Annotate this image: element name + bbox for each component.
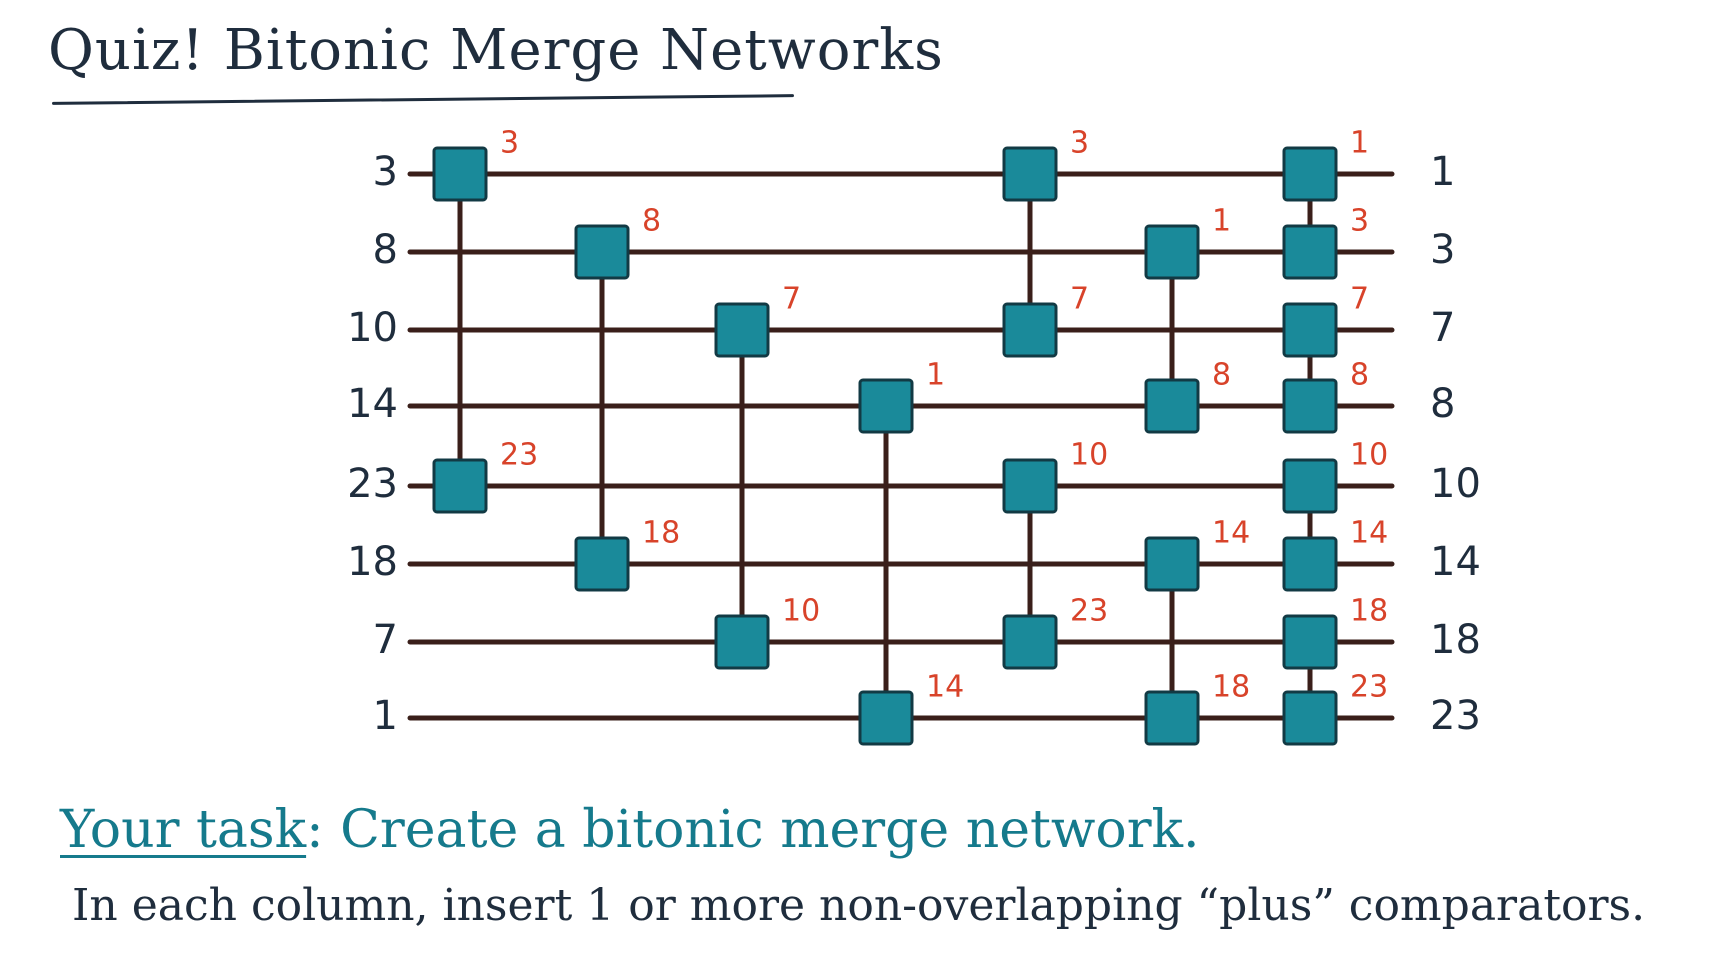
value-label: 14	[926, 670, 964, 705]
output-label: 7	[1430, 305, 1455, 351]
comparator-box	[1282, 224, 1338, 280]
value-label: 1	[1350, 126, 1369, 161]
value-label: 3	[1350, 204, 1369, 239]
value-label: 8	[642, 204, 661, 239]
input-label: 18	[347, 539, 398, 585]
value-label: 7	[782, 282, 801, 317]
comparator-box	[1282, 146, 1338, 202]
input-label: 7	[373, 617, 398, 663]
comparator-box	[1144, 690, 1200, 746]
comparator-box	[1144, 536, 1200, 592]
comparator-box	[1144, 224, 1200, 280]
task-label: Your task	[60, 800, 307, 860]
comparator-box	[714, 614, 770, 670]
value-label: 14	[1350, 516, 1388, 551]
output-label: 10	[1430, 461, 1481, 507]
input-label: 3	[373, 149, 398, 195]
value-label: 1	[1212, 204, 1231, 239]
comparator-box	[1282, 536, 1338, 592]
value-label: 18	[1212, 670, 1250, 705]
input-label: 8	[373, 227, 398, 273]
comparator-box	[574, 224, 630, 280]
value-label: 3	[1070, 126, 1089, 161]
comparator-box	[1282, 690, 1338, 746]
value-label: 7	[1350, 282, 1369, 317]
value-label: 10	[782, 594, 820, 629]
task-line: Your task: Create a bitonic merge networ…	[60, 800, 1200, 860]
comparator-box	[1282, 614, 1338, 670]
output-label: 8	[1430, 381, 1455, 427]
task-text: : Create a bitonic merge network.	[306, 800, 1200, 860]
value-label: 23	[1350, 670, 1388, 705]
comparator-box	[432, 458, 488, 514]
comparator-box	[714, 302, 770, 358]
page-title: Quiz! Bitonic Merge Networks	[48, 18, 944, 83]
input-label: 14	[347, 381, 398, 427]
value-label: 23	[500, 438, 538, 473]
comparator-box	[1002, 614, 1058, 670]
input-label: 1	[373, 693, 398, 739]
comparator-box	[1002, 302, 1058, 358]
value-label: 18	[642, 516, 680, 551]
output-label: 3	[1430, 227, 1455, 273]
output-label: 18	[1430, 617, 1481, 663]
comparator-box	[1282, 378, 1338, 434]
value-label: 14	[1212, 516, 1250, 551]
output-label: 1	[1430, 149, 1455, 195]
comparator-box	[1144, 378, 1200, 434]
comparator-box	[858, 378, 914, 434]
instruction-text: In each column, insert 1 or more non-ove…	[72, 880, 1646, 931]
comparator-box	[858, 690, 914, 746]
value-label: 10	[1070, 438, 1108, 473]
comparator-box	[1282, 458, 1338, 514]
value-label: 10	[1350, 438, 1388, 473]
comparator-box	[1002, 458, 1058, 514]
comparator-box	[574, 536, 630, 592]
value-label: 3	[500, 126, 519, 161]
value-label: 8	[1350, 358, 1369, 393]
value-label: 7	[1070, 282, 1089, 317]
output-label: 14	[1430, 539, 1481, 585]
comparator-box	[432, 146, 488, 202]
value-label: 18	[1350, 594, 1388, 629]
output-label: 23	[1430, 693, 1481, 739]
comparator-box	[1282, 302, 1338, 358]
value-label: 8	[1212, 358, 1231, 393]
value-label: 1	[926, 358, 945, 393]
input-label: 10	[347, 305, 398, 351]
value-label: 23	[1070, 594, 1108, 629]
input-label: 23	[347, 461, 398, 507]
comparator-box	[1002, 146, 1058, 202]
